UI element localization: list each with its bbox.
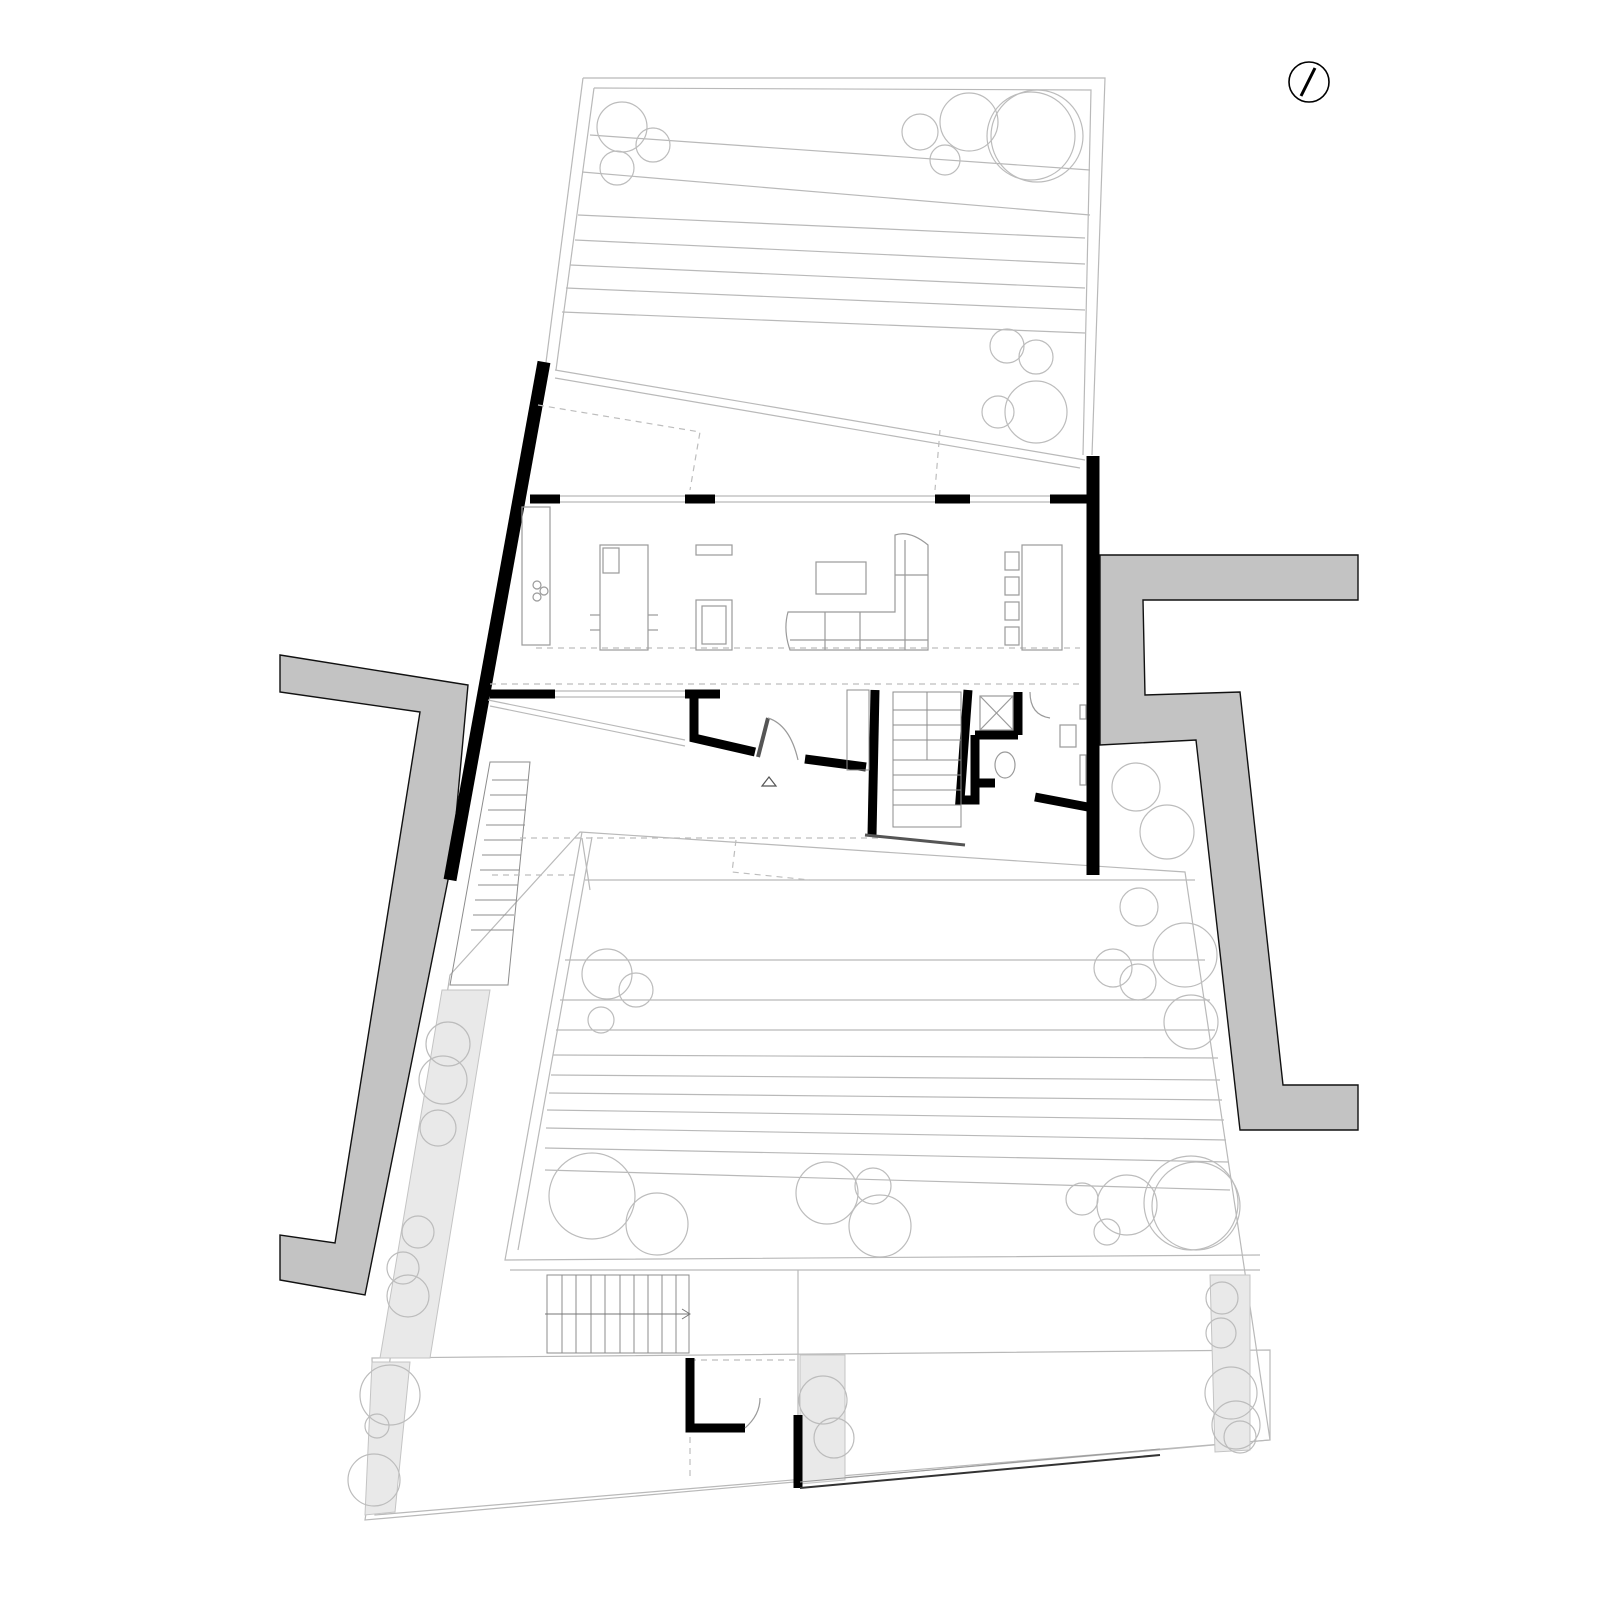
bathroom	[979, 691, 1087, 786]
trees-lower	[548, 762, 1241, 1258]
north-arrow-icon	[1288, 61, 1330, 103]
stair-south	[545, 1274, 691, 1354]
entrance	[756, 717, 966, 847]
neighbour-building-east	[1099, 554, 1359, 1131]
windows	[487, 495, 1050, 747]
neighbour-building-west	[279, 654, 469, 1296]
stair-west	[449, 761, 531, 986]
kitchen	[521, 506, 658, 651]
site-boundary	[544, 77, 1106, 469]
house-walls	[443, 360, 1100, 882]
trees-strip	[347, 1021, 1261, 1507]
trees-upper	[596, 89, 1084, 444]
garden-room-walls	[685, 1358, 1161, 1489]
overhang-lines	[490, 404, 1080, 1480]
living-room-furniture	[695, 533, 1063, 651]
planting-strip-west	[364, 989, 1251, 1516]
lower-garden	[364, 831, 1271, 1521]
interior-stair	[846, 689, 962, 828]
